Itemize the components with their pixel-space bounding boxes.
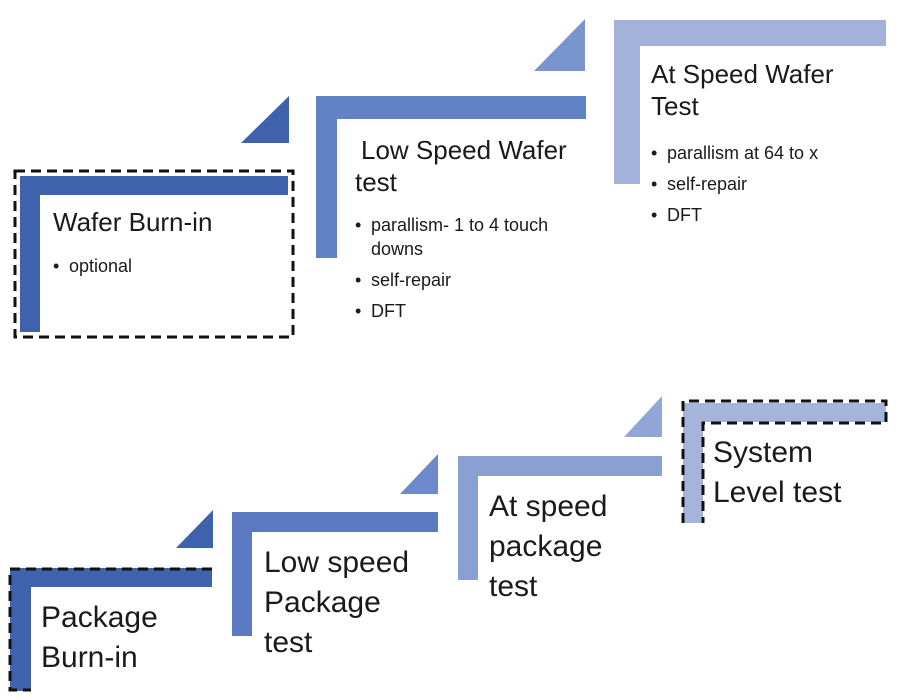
step-shape-low-speed-wafer-test xyxy=(316,96,586,258)
dashed-outline-wafer-burn-in xyxy=(13,169,295,339)
step-shape-system-level-test xyxy=(683,403,886,523)
step-title-at-speed-package-test: At speed package test xyxy=(489,490,608,603)
step-title-package-burn-in: Package Burn-in xyxy=(41,601,158,674)
bullet-item: DFT xyxy=(651,203,891,227)
step-title-system-level-test: System Level test xyxy=(713,436,842,509)
bullet-item: optional xyxy=(53,254,253,278)
bullet-item: DFT xyxy=(355,299,555,323)
bullet-item: self-repair xyxy=(355,268,555,292)
dashed-outline-system-level-test xyxy=(681,399,888,523)
step-title-at-speed-wafer-test: At Speed Wafer Test xyxy=(651,59,834,121)
step-title-low-speed-package-test: Low speed Package test xyxy=(264,546,410,659)
bullet-item: parallism- 1 to 4 touch downs xyxy=(355,213,555,261)
arrow-tip-bottom-2 xyxy=(400,454,438,494)
step-shape-low-speed-package-test xyxy=(232,512,438,636)
step-bullets-wafer-burn-in: optional xyxy=(53,254,253,285)
arrow-tip-top-1 xyxy=(241,96,289,143)
step-shape-at-speed-package-test xyxy=(458,456,662,580)
step-title-low-speed-wafer-test: Low Speed Wafer test xyxy=(355,135,567,197)
step-title-wafer-burn-in: Wafer Burn-in xyxy=(53,207,213,237)
step-shape-wafer-burn-in xyxy=(20,176,288,332)
bullet-item: self-repair xyxy=(651,172,891,196)
step-bullets-low-speed-wafer-test: parallism- 1 to 4 touch downs self-repai… xyxy=(355,213,555,330)
arrow-tip-top-2 xyxy=(534,19,585,71)
dashed-outline-package-burn-in xyxy=(8,567,212,692)
step-bullets-at-speed-wafer-test: parallism at 64 to x self-repair DFT xyxy=(651,141,891,234)
step-shape-at-speed-wafer-test xyxy=(614,20,886,184)
arrow-tip-bottom-1 xyxy=(176,510,213,548)
arrow-tip-bottom-3 xyxy=(624,396,662,437)
bullet-item: parallism at 64 to x xyxy=(651,141,891,165)
step-shape-package-burn-in xyxy=(10,568,212,691)
